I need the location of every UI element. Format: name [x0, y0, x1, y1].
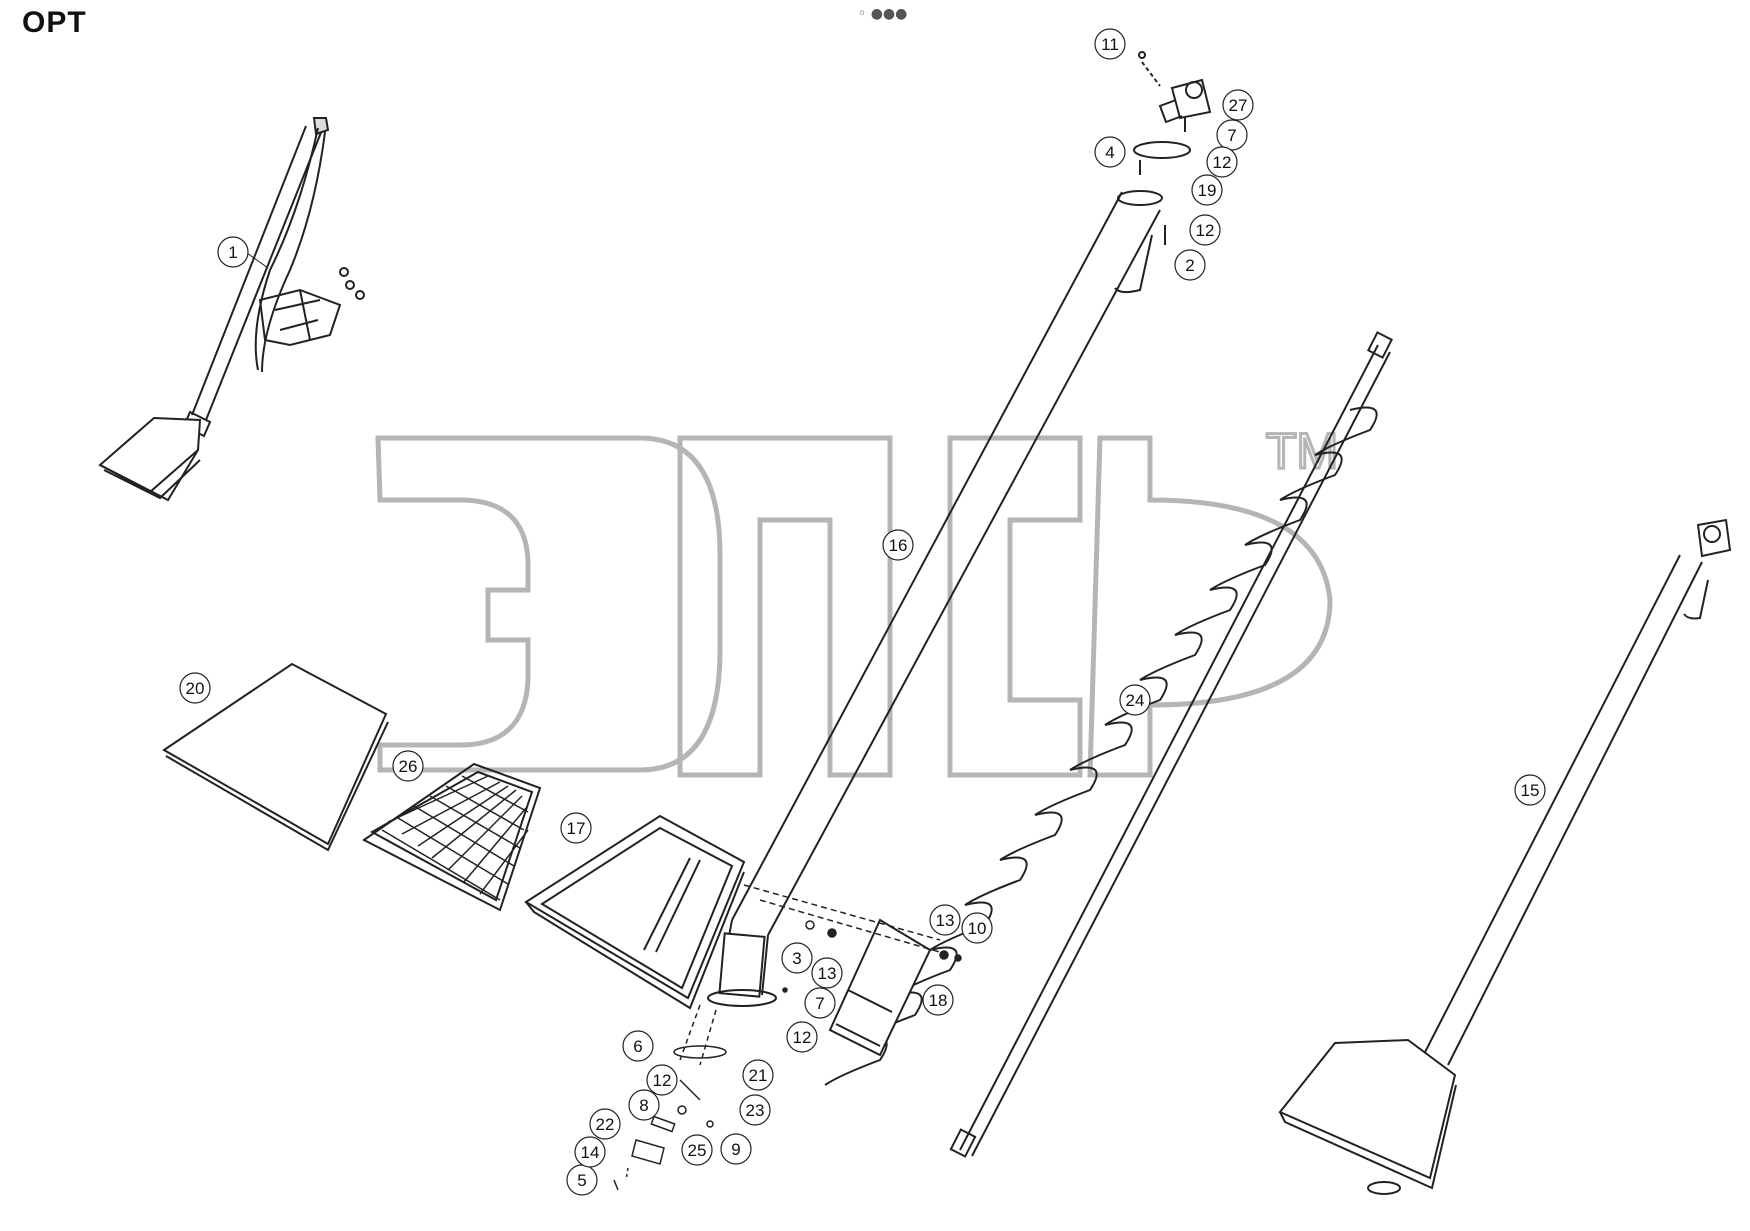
- callout-7b: 7: [804, 987, 836, 1019]
- callout-20: 20: [179, 672, 211, 704]
- callout-2: 2: [1174, 249, 1206, 281]
- svg-text:12: 12: [1196, 221, 1215, 240]
- svg-text:18: 18: [929, 991, 948, 1010]
- main-tube-16: [707, 190, 1163, 1007]
- svg-text:25: 25: [688, 1141, 707, 1160]
- svg-text:22: 22: [596, 1115, 615, 1134]
- svg-text:2: 2: [1185, 256, 1194, 275]
- watermark-logo: [375, 435, 1333, 778]
- svg-text:10: 10: [968, 919, 987, 938]
- callout-12a: 12: [1206, 146, 1238, 178]
- svg-text:13: 13: [936, 911, 955, 930]
- svg-text:15: 15: [1521, 781, 1540, 800]
- callout-11: 11: [1094, 28, 1126, 60]
- callout-9: 9: [720, 1133, 752, 1165]
- callout-13a: 13: [929, 904, 961, 936]
- callout-6: 6: [622, 1030, 654, 1062]
- callout-26: 26: [392, 750, 424, 782]
- callout-21: 21: [742, 1059, 774, 1091]
- callout-12b: 12: [1189, 214, 1221, 246]
- svg-text:3: 3: [792, 949, 801, 968]
- svg-text:12: 12: [1213, 153, 1232, 172]
- svg-text:12: 12: [793, 1028, 812, 1047]
- top-marker: ◦ ●●●: [858, 6, 908, 22]
- svg-text:12: 12: [653, 1071, 672, 1090]
- svg-text:16: 16: [889, 536, 908, 555]
- assembled-auger: [98, 117, 365, 502]
- hopper-17: [524, 814, 746, 1010]
- callout-17: 17: [560, 812, 592, 844]
- callout-16: 16: [882, 529, 914, 561]
- page-title: OPT: [22, 6, 87, 39]
- callout-19: 19: [1191, 174, 1223, 206]
- watermark-tm: TM: [1266, 423, 1338, 479]
- callout-1: 1: [217, 236, 269, 269]
- svg-text:8: 8: [639, 1096, 648, 1115]
- screw-auger-24: [824, 331, 1394, 1158]
- callout-15: 15: [1514, 774, 1546, 806]
- svg-text:4: 4: [1105, 143, 1114, 162]
- svg-text:27: 27: [1229, 96, 1248, 115]
- callout-10: 10: [961, 912, 993, 944]
- callout-3: 3: [781, 942, 813, 974]
- svg-text:7: 7: [815, 994, 824, 1013]
- callout-4: 4: [1094, 136, 1126, 168]
- svg-text:20: 20: [186, 679, 205, 698]
- svg-text:7: 7: [1227, 126, 1236, 145]
- grate-26: [362, 762, 542, 912]
- callout-5: 5: [566, 1164, 598, 1196]
- callout-12c: 12: [786, 1021, 818, 1053]
- callout-13b: 13: [811, 957, 843, 989]
- svg-text:21: 21: [749, 1066, 768, 1085]
- callout-23: 23: [739, 1094, 771, 1126]
- svg-text:9: 9: [731, 1140, 740, 1159]
- svg-text:24: 24: [1126, 691, 1145, 710]
- callout-7a: 7: [1216, 119, 1248, 151]
- callout-27: 27: [1222, 89, 1254, 121]
- callout-14: 14: [574, 1136, 606, 1168]
- callout-22: 22: [589, 1108, 621, 1140]
- svg-text:13: 13: [818, 964, 837, 983]
- svg-text:26: 26: [399, 757, 418, 776]
- svg-text:6: 6: [633, 1037, 642, 1056]
- drive-head-27: [1133, 51, 1212, 245]
- side-panel-18: [828, 918, 932, 1057]
- hardware-lines: [613, 884, 962, 1191]
- callout-labels: 1 2 3 4 5 6 7 7: [179, 28, 1546, 1196]
- callout-8: 8: [628, 1089, 660, 1121]
- cover-plate-20: [162, 662, 389, 852]
- svg-text:1: 1: [228, 243, 237, 262]
- callout-25: 25: [681, 1134, 713, 1166]
- assembled-auger-15: [1278, 518, 1732, 1195]
- callout-18: 18: [922, 984, 954, 1016]
- svg-text:14: 14: [581, 1143, 600, 1162]
- callout-24: 24: [1119, 684, 1151, 716]
- svg-text:19: 19: [1198, 181, 1217, 200]
- svg-text:11: 11: [1101, 35, 1119, 54]
- callout-12d: 12: [646, 1064, 678, 1096]
- svg-text:23: 23: [746, 1101, 765, 1120]
- svg-text:17: 17: [567, 819, 586, 838]
- svg-text:5: 5: [577, 1171, 586, 1190]
